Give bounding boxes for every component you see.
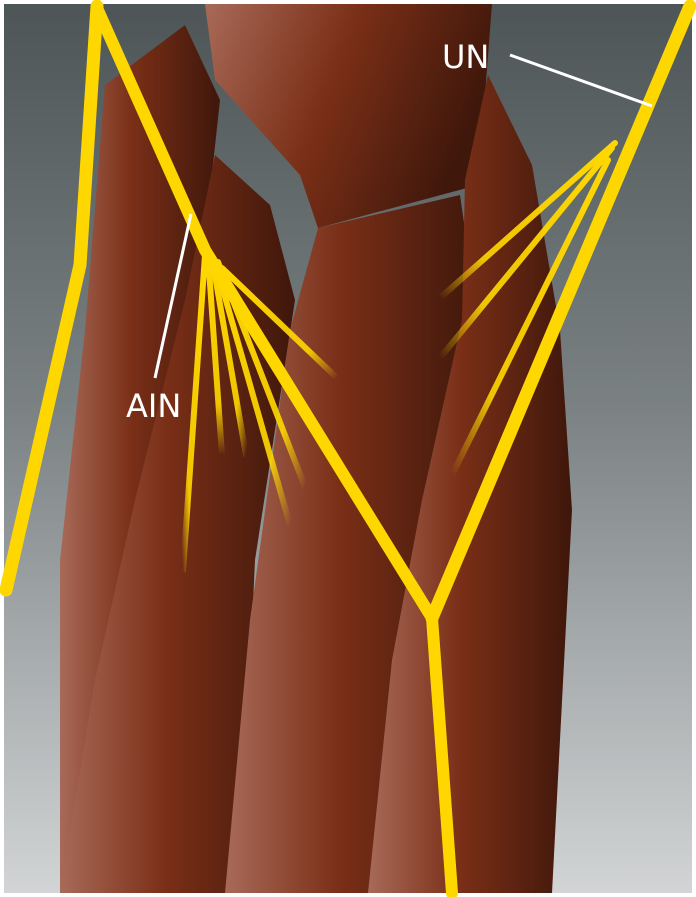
ain-label: AIN: [126, 387, 181, 425]
un-label: UN: [442, 38, 489, 76]
